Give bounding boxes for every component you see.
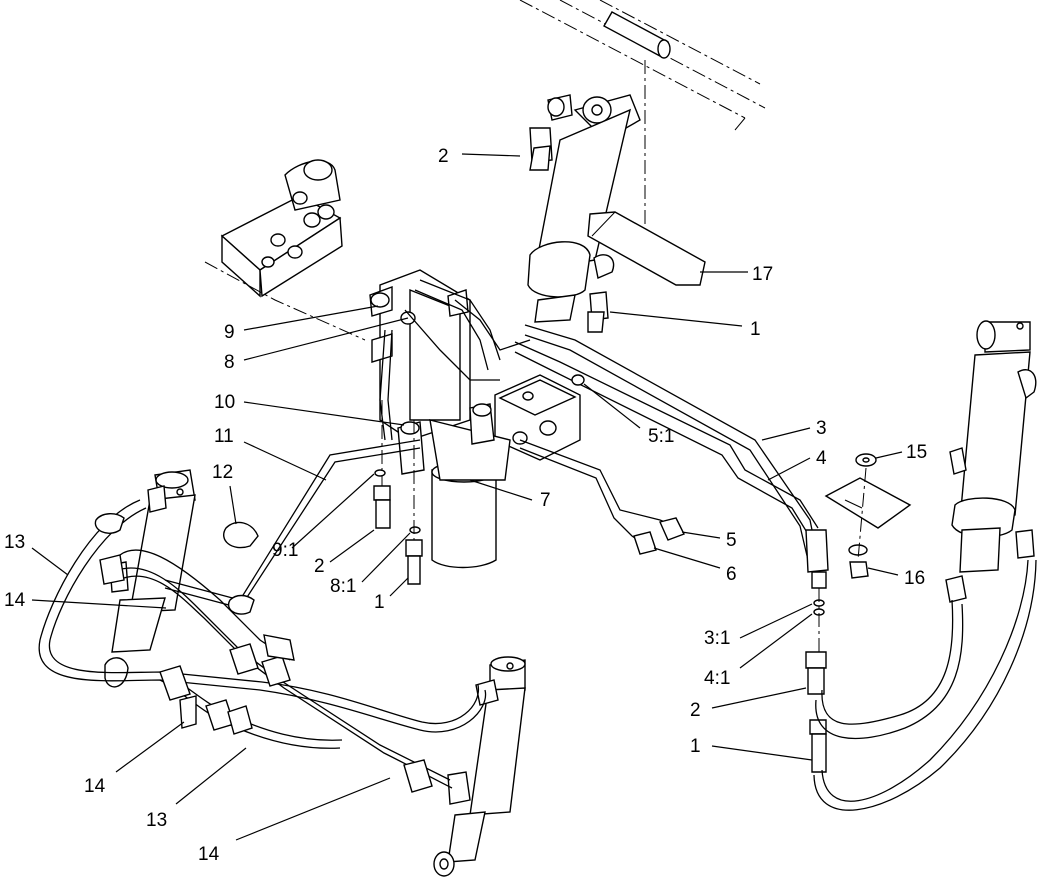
callout-8-1: 8:1 — [330, 576, 356, 597]
left-hoses — [38, 439, 487, 789]
callout-8: 8 — [224, 352, 235, 373]
callout-4-1: 4:1 — [704, 668, 730, 689]
callout-17: 17 — [752, 264, 773, 285]
callout-3: 3 — [816, 418, 827, 439]
callout-12: 12 — [212, 462, 233, 483]
callout-1-right: 1 — [690, 736, 701, 757]
fitting-1-top — [587, 291, 609, 333]
callout-1-top: 1 — [750, 319, 761, 340]
callout-6: 6 — [726, 564, 737, 585]
hose-clamp-12 — [94, 513, 259, 615]
valve-bank — [204, 159, 366, 341]
left-hose-fittings — [99, 554, 433, 793]
callout-15: 15 — [906, 442, 927, 463]
callout-14-left: 14 — [4, 590, 26, 611]
fitting-5-1-oring — [571, 374, 585, 386]
right-hoses — [813, 559, 1037, 811]
callout-13-bottom: 13 — [146, 810, 167, 831]
fitting-2-top — [529, 127, 553, 171]
callout-1-mid: 1 — [374, 592, 385, 613]
pump-assembly — [369, 269, 581, 569]
callout-4: 4 — [816, 448, 827, 469]
callout-3-1: 3:1 — [704, 628, 730, 649]
fittings-5-6 — [571, 374, 685, 555]
callout-13-left: 13 — [4, 532, 25, 553]
callout-5: 5 — [726, 530, 737, 551]
top-lift-cylinder — [527, 94, 641, 323]
bracket-hardware — [824, 453, 912, 579]
callout-11: 11 — [214, 426, 234, 447]
callout-9-1: 9:1 — [272, 540, 298, 561]
right-lift-cylinder — [945, 320, 1037, 603]
callout-16: 16 — [904, 568, 925, 589]
callout-2-right: 2 — [690, 700, 701, 721]
callout-14-bottom: 14 — [198, 844, 220, 865]
callout-2-mid: 2 — [314, 556, 325, 577]
elbow-fitting — [593, 254, 615, 279]
bottom-center-cylinder — [433, 656, 526, 877]
callout-labels: 2 17 1 9 8 10 11 12 13 14 9:1 2 8:1 1 7 … — [4, 146, 927, 865]
callout-9: 9 — [224, 322, 235, 343]
plate-17 — [587, 211, 706, 286]
callout-10: 10 — [214, 392, 235, 413]
hydraulic-tubes — [379, 279, 819, 561]
frame-rails — [519, 0, 766, 250]
leader-lines — [31, 153, 903, 841]
callout-5-1: 5:1 — [648, 426, 674, 447]
callout-14-bl: 14 — [84, 776, 106, 797]
callout-2-top: 2 — [438, 146, 449, 167]
callout-7: 7 — [540, 490, 551, 511]
fittings-below-pump — [373, 400, 423, 585]
right-tube-fittings — [805, 529, 829, 773]
